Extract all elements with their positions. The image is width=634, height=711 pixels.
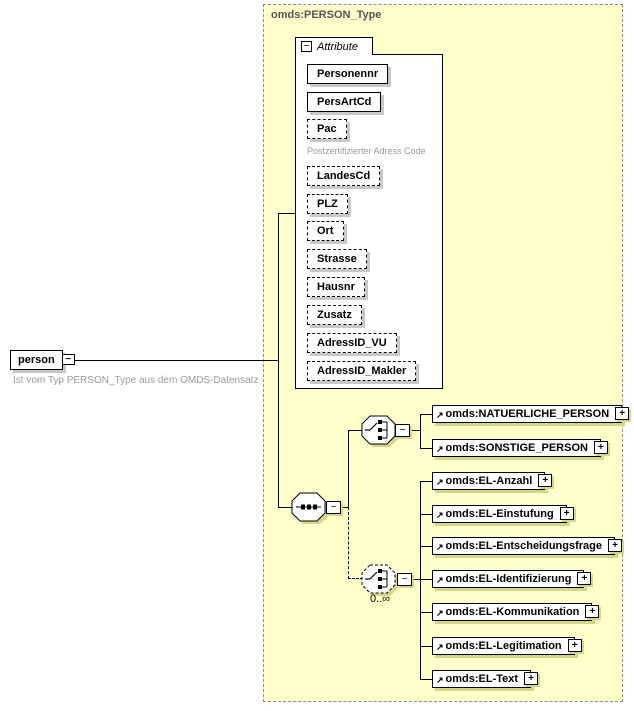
element-el-identifizierung[interactable]: ↗ omds:EL-Identifizierung + <box>432 570 592 588</box>
attributes-tab-label: Attribute <box>317 40 358 53</box>
element-label: omds:EL-Kommunikation <box>445 606 580 618</box>
connector-optional <box>348 507 349 579</box>
connector <box>340 507 349 508</box>
attributes-tab: − Attribute <box>295 37 373 55</box>
reference-arrow-icon: ↗ <box>436 607 444 618</box>
connector <box>348 430 364 431</box>
element-el-text[interactable]: ↗ omds:EL-Text + <box>432 670 539 688</box>
element-label: omds:SONSTIGE_PERSON <box>445 442 588 454</box>
element-label: omds:NATUERLICHE_PERSON <box>445 408 610 420</box>
connector <box>348 430 349 508</box>
connector-optional <box>348 578 363 579</box>
reference-arrow-icon: ↗ <box>436 476 444 487</box>
person-annotation: Ist vom Typ PERSON_Type aus dem OMDS-Dat… <box>13 375 259 386</box>
attribute-landescd[interactable]: LandesCd <box>307 166 381 186</box>
connector <box>420 414 421 449</box>
attribute-personennr[interactable]: Personennr <box>307 64 389 84</box>
connector <box>278 213 279 508</box>
expand-button[interactable]: + <box>524 672 539 685</box>
element-sonstige-person[interactable]: ↗ omds:SONSTIGE_PERSON + <box>432 439 608 457</box>
connector <box>75 360 278 361</box>
person-type-container-label: omds:PERSON_Type <box>271 9 382 21</box>
element-label: omds:EL-Anzahl <box>445 475 533 487</box>
reference-arrow-icon: ↗ <box>436 674 444 685</box>
element-el-legitimation[interactable]: ↗ omds:EL-Legitimation + <box>432 637 582 655</box>
element-label: omds:EL-Text <box>445 673 519 685</box>
element-person[interactable]: person − <box>10 350 75 370</box>
connector <box>420 579 432 580</box>
choice-collapse-button[interactable]: − <box>395 424 410 437</box>
expand-button[interactable]: + <box>615 407 630 420</box>
attribute-plz[interactable]: PLZ <box>307 194 348 214</box>
attribute-strasse[interactable]: Strasse <box>307 249 367 269</box>
reference-arrow-icon: ↗ <box>436 541 444 552</box>
element-label: omds:EL-Entscheidungsfrage <box>445 540 603 552</box>
connector <box>420 414 432 415</box>
attribute-adressid-vu[interactable]: AdressID_VU <box>307 333 397 353</box>
element-el-entscheidungsfrage[interactable]: ↗ omds:EL-Entscheidungsfrage + <box>432 537 623 555</box>
connector <box>420 546 432 547</box>
attribute-pac-annotation: Postzertifizierter Adress Code <box>307 146 426 156</box>
reference-arrow-icon: ↗ <box>436 641 444 652</box>
element-label: omds:EL-Identifizierung <box>445 573 572 585</box>
attributes-collapse-button[interactable]: − <box>301 41 312 52</box>
connector <box>420 448 432 449</box>
expand-button[interactable]: + <box>585 605 600 618</box>
attribute-persartcd[interactable]: PersArtCd <box>307 92 382 112</box>
expand-button[interactable]: + <box>559 507 574 520</box>
connector <box>420 481 421 680</box>
connector <box>420 481 432 482</box>
occurrence-label: 0..∞ <box>369 593 391 605</box>
element-el-einstufung[interactable]: ↗ omds:EL-Einstufung + <box>432 505 574 523</box>
reference-arrow-icon: ↗ <box>436 409 444 420</box>
attribute-ort[interactable]: Ort <box>307 221 344 241</box>
connector <box>420 612 432 613</box>
connector <box>420 646 432 647</box>
element-person-label: person <box>18 354 55 366</box>
connector <box>420 679 432 680</box>
element-label: omds:EL-Einstufung <box>445 508 554 520</box>
sequence-icon[interactable] <box>291 492 329 524</box>
choice-optional-icon[interactable] <box>361 564 399 596</box>
connector <box>420 514 432 515</box>
choice-optional-collapse-button[interactable]: − <box>397 573 412 586</box>
expand-button[interactable]: + <box>577 572 592 585</box>
element-label: omds:EL-Legitimation <box>445 640 562 652</box>
choice-icon[interactable] <box>361 415 399 447</box>
reference-arrow-icon: ↗ <box>436 574 444 585</box>
attribute-pac[interactable]: Pac <box>307 119 347 139</box>
connector <box>278 213 296 214</box>
attribute-zusatz[interactable]: Zusatz <box>307 305 362 325</box>
attribute-hausnr[interactable]: Hausnr <box>307 277 365 297</box>
expand-button[interactable]: + <box>538 474 553 487</box>
element-el-kommunikation[interactable]: ↗ omds:EL-Kommunikation + <box>432 603 600 621</box>
reference-arrow-icon: ↗ <box>436 509 444 520</box>
expand-button[interactable]: + <box>567 639 582 652</box>
sequence-collapse-button[interactable]: − <box>326 501 341 514</box>
connector <box>278 507 293 508</box>
reference-arrow-icon: ↗ <box>436 443 444 454</box>
connector <box>410 430 421 431</box>
person-collapse-button[interactable]: − <box>61 354 75 365</box>
expand-button[interactable]: + <box>593 441 608 454</box>
attribute-adressid-makler[interactable]: AdressID_Makler <box>307 361 417 381</box>
connector <box>412 579 421 580</box>
element-el-anzahl[interactable]: ↗ omds:EL-Anzahl + <box>432 472 553 490</box>
expand-button[interactable]: + <box>608 539 623 552</box>
element-natuerliche-person[interactable]: ↗ omds:NATUERLICHE_PERSON + <box>432 405 630 423</box>
